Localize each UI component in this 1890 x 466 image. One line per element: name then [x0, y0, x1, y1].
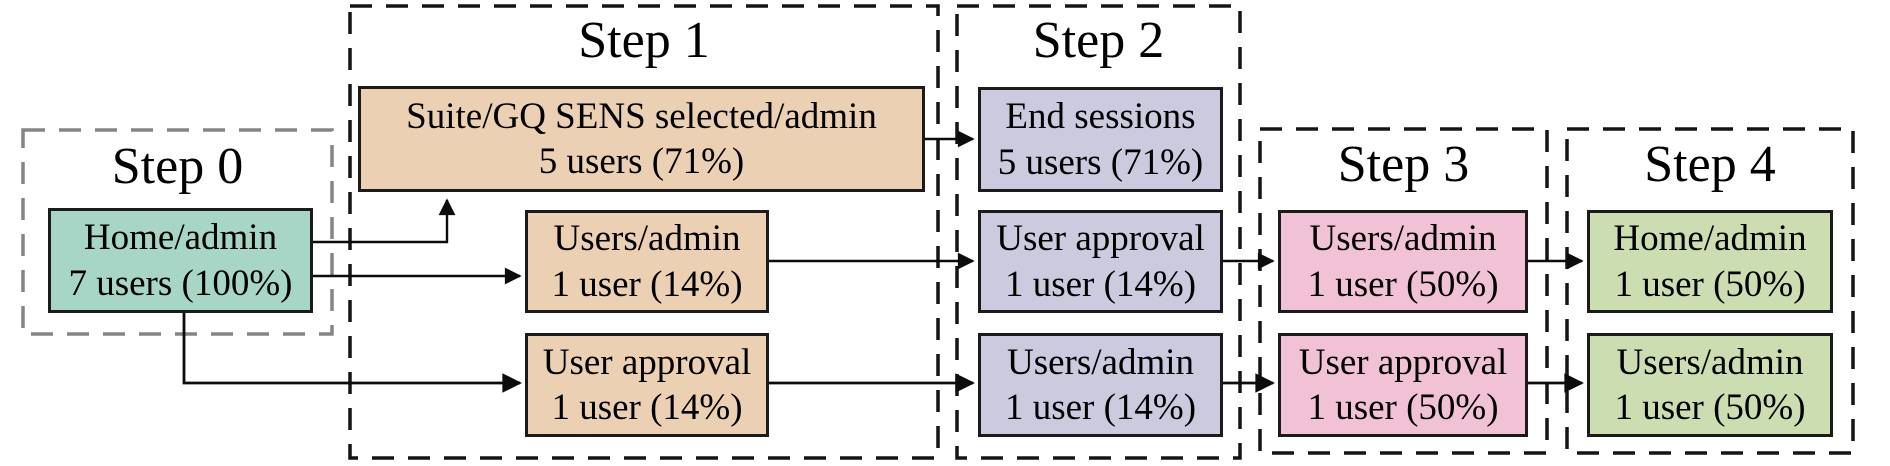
step-4-title: Step 4: [1644, 136, 1776, 193]
node-label: Home/admin: [83, 217, 278, 259]
node-step3-users-admin: Users/admin 1 user (50%): [1278, 210, 1528, 313]
node-label: Users/admin: [1616, 341, 1804, 383]
node-label: User approval: [996, 218, 1205, 260]
step-3-border: [1258, 127, 1549, 455]
node-stat: 1 user (50%): [1614, 387, 1806, 428]
node-label: Suite/GQ SENS selected/admin: [406, 95, 877, 137]
node-stat: 1 user (14%): [1004, 387, 1197, 428]
node-label: User approval: [542, 341, 752, 383]
node-label: User approval: [1298, 341, 1508, 383]
step-2-title: Step 2: [1032, 12, 1165, 69]
node-step1-suite-gq-sens: Suite/GQ SENS selected/admin 5 users (71…: [358, 86, 925, 192]
node-stat: 5 users (71%): [997, 141, 1204, 183]
step-3-title: Step 3: [1337, 136, 1470, 193]
edge-s0-home-to-s1-suite: [313, 198, 456, 244]
step-1-title: Step 1: [578, 12, 710, 69]
node-step3-user-approval: User approval 1 user (50%): [1278, 333, 1528, 437]
node-stat: 1 user (50%): [1307, 263, 1499, 305]
node-label: Users/admin: [1309, 218, 1497, 260]
node-step2-end-sessions: End sessions 5 users (71%): [978, 87, 1223, 192]
node-step0-home-admin: Home/admin 7 users (100%): [48, 208, 313, 313]
node-step2-user-approval: User approval 1 user (14%): [978, 210, 1223, 313]
node-stat: 1 user (14%): [1004, 263, 1197, 305]
node-stat: 1 user (50%): [1614, 263, 1806, 305]
node-step4-users-admin: Users/admin 1 user (50%): [1587, 333, 1833, 437]
step-1-border: [348, 4, 940, 460]
step-2-border: [955, 4, 1242, 460]
node-step1-user-approval: User approval 1 user (14%): [525, 333, 769, 437]
step-0-title: Step 0: [111, 138, 244, 195]
node-stat: 1 user (14%): [551, 263, 743, 305]
node-label: Home/admin: [1613, 218, 1807, 260]
node-step1-users-admin: Users/admin 1 user (14%): [525, 210, 769, 313]
node-label: Users/admin: [553, 218, 741, 260]
node-label: Users/admin: [1006, 341, 1195, 383]
node-step4-home-admin: Home/admin 1 user (50%): [1587, 210, 1833, 313]
edge-s0-home-to-s1-user-approval: [182, 313, 522, 393]
node-stat: 1 user (14%): [551, 387, 743, 428]
node-label: End sessions: [1005, 96, 1196, 138]
node-stat: 1 user (50%): [1307, 387, 1499, 428]
step-4-border: [1565, 127, 1855, 455]
node-stat: 5 users (71%): [538, 141, 745, 182]
node-step2-users-admin: Users/admin 1 user (14%): [978, 333, 1223, 437]
step-0-border: [21, 128, 334, 336]
node-stat: 7 users (100%): [68, 262, 293, 304]
